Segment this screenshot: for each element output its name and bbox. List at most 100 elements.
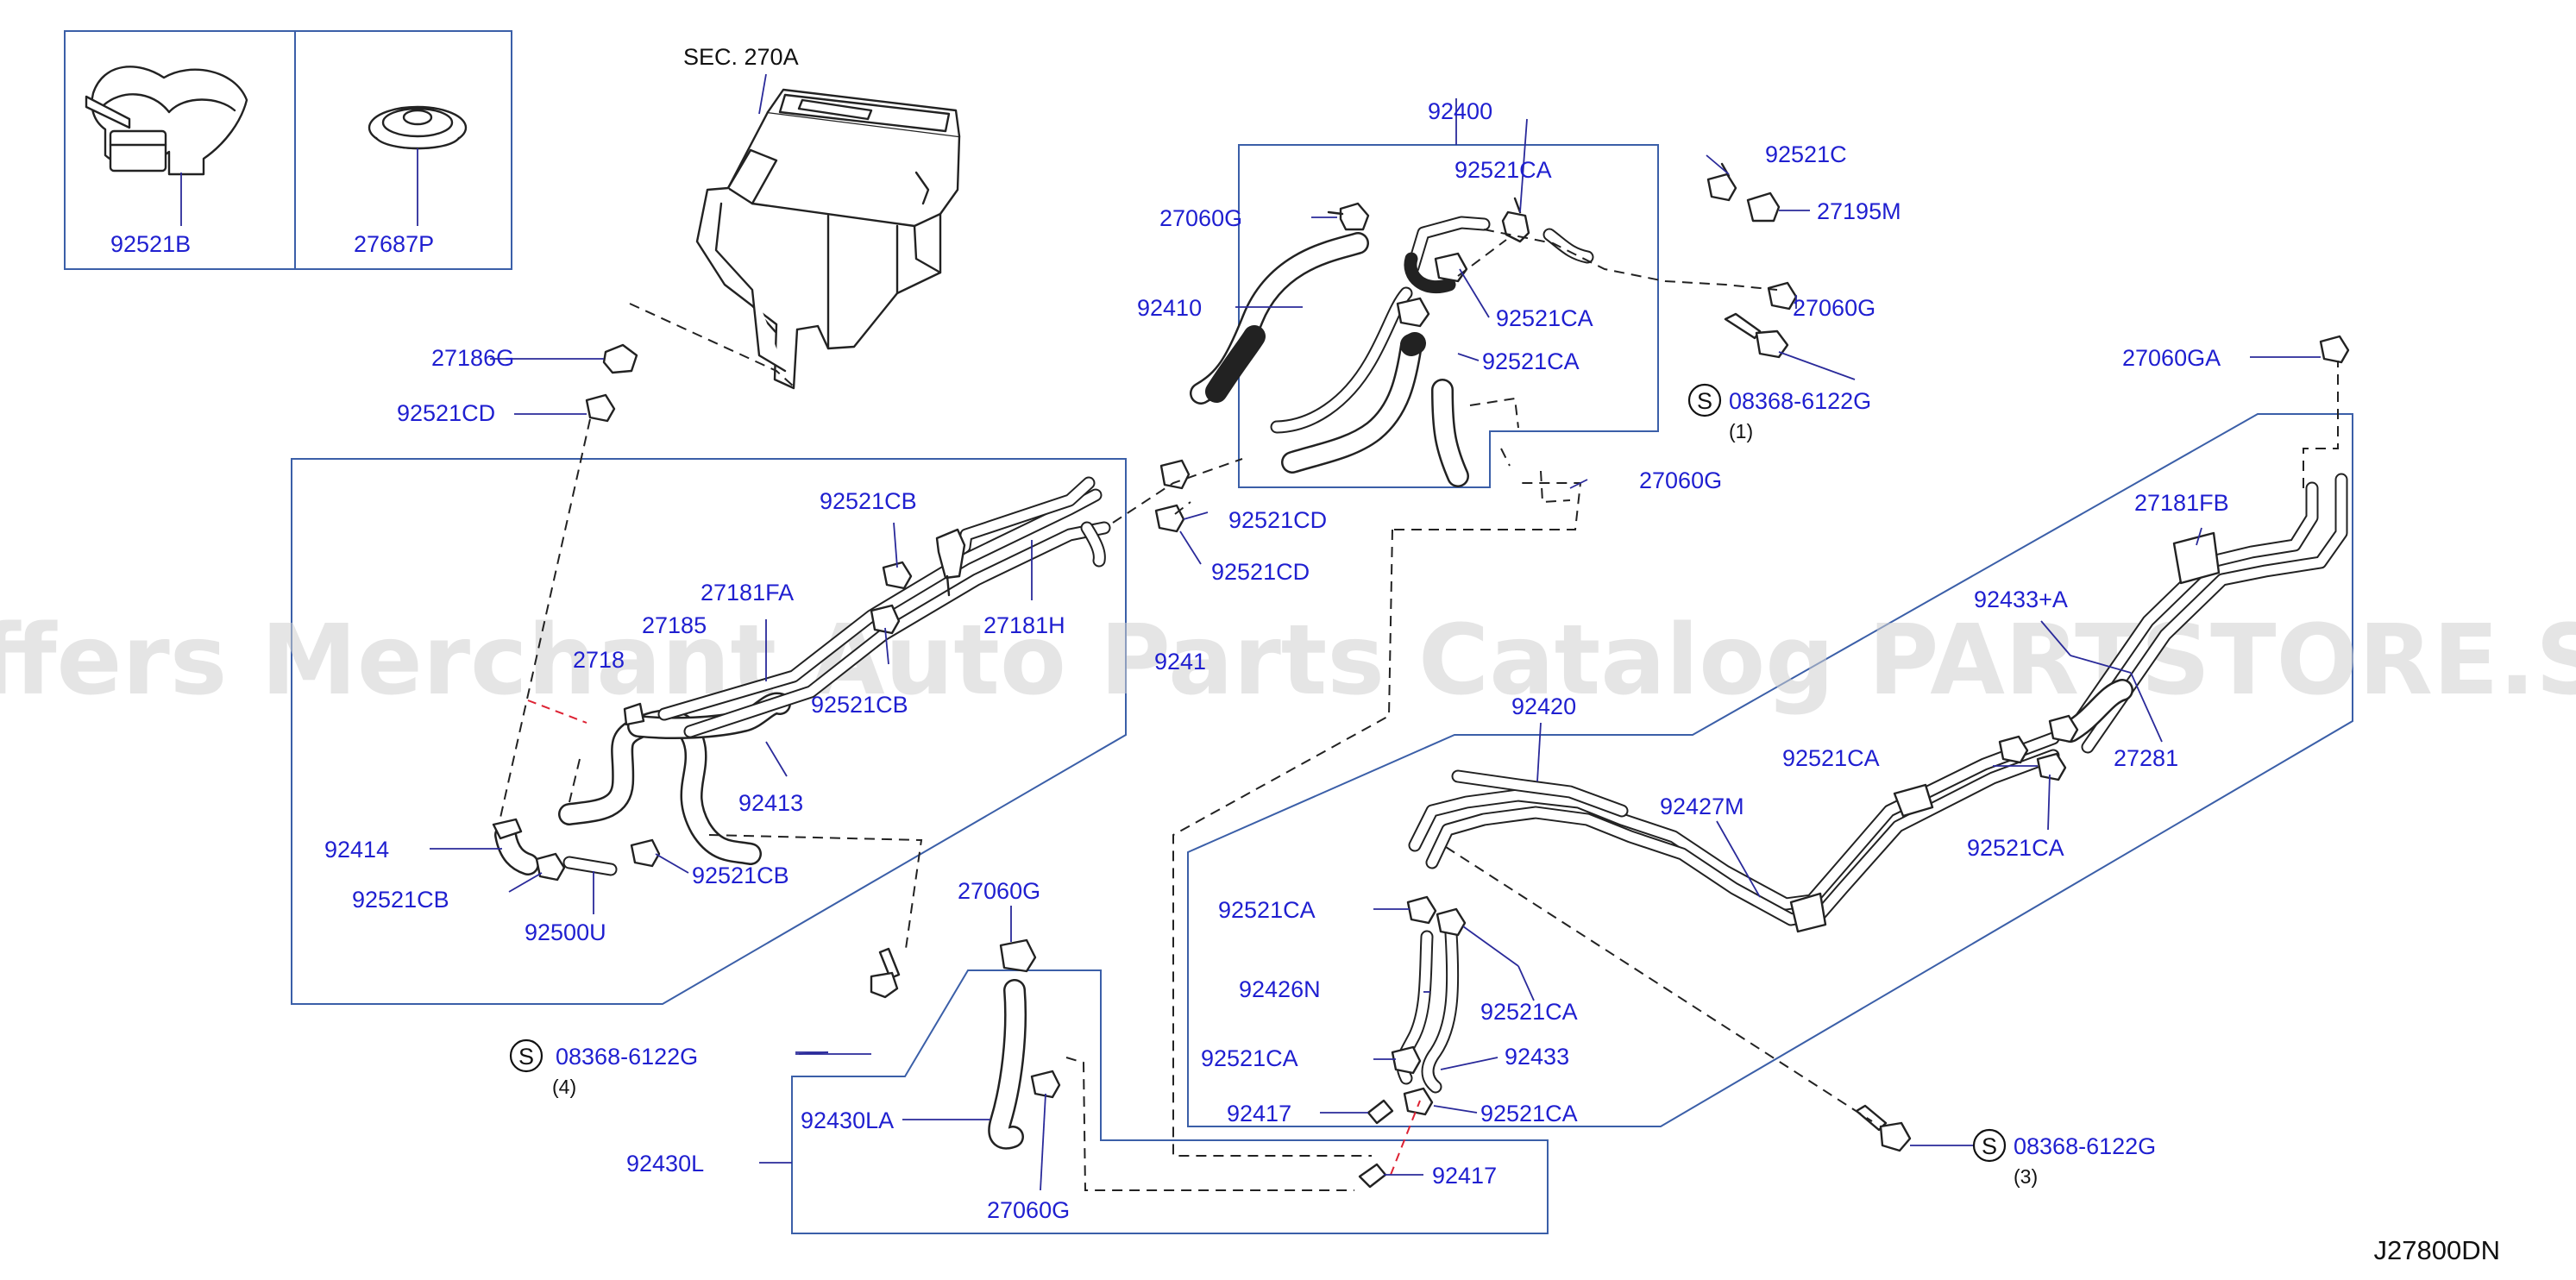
pipe-92433-icon xyxy=(1421,926,1460,1094)
label-92521c: 92521C xyxy=(1765,141,1847,167)
frame-92413-group xyxy=(291,458,1127,1005)
label-92521ca-a: 92521CA xyxy=(1454,157,1552,183)
label-08368-6122g-1: 08368-6122G xyxy=(1729,388,1871,414)
clamp-92521cd-c-icon xyxy=(1159,459,1191,490)
clamp-92521ca-b-icon xyxy=(1434,252,1468,283)
label-92521cd-a: 92521CD xyxy=(397,400,495,426)
label-92521ca-g: 92521CA xyxy=(1480,999,1578,1025)
clamp-92433a-icon xyxy=(2048,714,2079,744)
clamp-92521ca-c-icon xyxy=(1396,297,1430,328)
diagram-code: J27800DN xyxy=(2374,1235,2500,1265)
pipes-92427m-icon xyxy=(1408,731,2060,933)
clamp-92521ca-f-icon xyxy=(1406,895,1437,925)
joint-92417-a-icon xyxy=(1367,1099,1394,1125)
label-27060g-a: 27060G xyxy=(1159,205,1242,231)
clamp-92521cb-c-icon xyxy=(535,852,566,882)
joint-92417-b-icon xyxy=(1358,1163,1387,1189)
label-27060ga: 27060GA xyxy=(2122,345,2221,371)
hose-92400-upper-icon xyxy=(1404,216,1594,294)
label-92521ca-c: 92521CA xyxy=(1482,348,1580,374)
pipes-27181h-icon xyxy=(657,476,1111,738)
clamp-92521cb-d-icon xyxy=(630,838,661,868)
label-27186g: 27186G xyxy=(431,345,514,371)
label-27060g-c: 27060G xyxy=(1639,467,1722,493)
s-symbol-4-letter: S xyxy=(518,1044,534,1070)
label-92521cb-a: 92521CB xyxy=(820,488,917,514)
label-27687p: 27687P xyxy=(354,231,434,257)
label-2718x: 2718 xyxy=(573,647,625,673)
label-27181fa: 27181FA xyxy=(701,580,794,605)
label-27195m: 27195M xyxy=(1817,198,1901,224)
label-92521b: 92521B xyxy=(110,231,191,257)
label-27181fb: 27181FB xyxy=(2134,490,2229,516)
label-92433: 92433 xyxy=(1505,1044,1569,1070)
label-08368-6122g-4: 08368-6122G xyxy=(556,1044,698,1070)
clamp-27060g-e-icon xyxy=(1030,1070,1061,1099)
clamp-92521cd-b-icon xyxy=(1154,504,1185,533)
hose-92413-icon xyxy=(558,692,791,865)
label-27185: 27185 xyxy=(642,612,707,638)
cap-27195m-icon xyxy=(1746,191,1781,223)
bolt-08368-3-icon xyxy=(1855,1104,1912,1152)
hose-92400-lower-icon xyxy=(1281,332,1469,487)
pipes-27181fb-icon xyxy=(2064,473,2348,754)
clamp-92521cb-b-icon xyxy=(870,604,901,635)
frame-92400-group xyxy=(1238,144,1659,488)
label-92521ca-i: 92521CA xyxy=(1480,1101,1578,1126)
label-92521ca-d: 92521CA xyxy=(1782,745,1880,771)
bolt-08368-1-icon xyxy=(1724,312,1789,359)
clamp-92521ca-d-icon xyxy=(1998,735,2029,764)
clamp-27181fa-icon xyxy=(935,528,966,597)
label-27060g-d: 27060G xyxy=(958,878,1040,904)
label-9241x: 9241 xyxy=(1154,649,1206,675)
clamp-92521ca-h-icon xyxy=(1391,1045,1422,1075)
label-callout-1: (1) xyxy=(1729,420,1753,442)
clamp-27060ga-icon xyxy=(2319,335,2350,364)
label-92521ca-e: 92521CA xyxy=(1967,835,2064,861)
hose-27281-icon xyxy=(2059,679,2133,743)
clamp-92521ca-e-icon xyxy=(2036,752,2067,781)
label-27060g-b: 27060G xyxy=(1793,295,1875,321)
band-clamp-92521b-icon xyxy=(85,66,248,176)
label-92521cb-b: 92521CB xyxy=(811,692,908,718)
label-08368-6122g-3: 08368-6122G xyxy=(2014,1133,2156,1159)
label-92521ca-f: 92521CA xyxy=(1218,897,1316,923)
inset-frame xyxy=(64,30,512,270)
label-27281: 27281 xyxy=(2114,745,2178,771)
label-92417-a: 92417 xyxy=(1227,1101,1291,1126)
clamp-27185-icon xyxy=(623,702,645,726)
label-92500u: 92500U xyxy=(525,919,606,945)
label-callout-3: (3) xyxy=(2014,1165,2038,1188)
clamp-92521ca-i-icon xyxy=(1403,1087,1434,1116)
label-92413: 92413 xyxy=(738,790,803,816)
label-sec-270a: SEC. 270A xyxy=(683,44,799,70)
grommet-27186g-icon xyxy=(602,343,638,374)
label-92521ca-h: 92521CA xyxy=(1201,1045,1298,1071)
label-92433a: 92433+A xyxy=(1974,587,2068,612)
label-92410: 92410 xyxy=(1137,295,1202,321)
label-92426n: 92426N xyxy=(1239,976,1321,1002)
clamp-92521ca-top-icon xyxy=(1501,197,1530,243)
hose-92430la-icon xyxy=(988,979,1027,1150)
label-92521cb-d: 92521CB xyxy=(692,863,789,888)
s-symbol-3-letter: S xyxy=(1982,1133,1997,1159)
label-group-92430l: 92430L xyxy=(626,1151,704,1176)
frame-92420-group xyxy=(1187,413,2353,1127)
hose-92410-icon xyxy=(1190,232,1413,434)
label-group-92420: 92420 xyxy=(1511,693,1576,719)
label-92521cd-b: 92521CD xyxy=(1228,507,1327,533)
label-27181h: 27181H xyxy=(983,612,1065,638)
label-92521cb-c: 92521CB xyxy=(352,887,449,913)
watermark: Offers Merchant Auto Parts Catalog PARTS… xyxy=(0,605,2576,717)
label-27060g-e: 27060G xyxy=(987,1197,1070,1223)
label-92414: 92414 xyxy=(324,837,389,863)
label-group-92400: 92400 xyxy=(1428,98,1492,124)
pipe-92500u-icon xyxy=(562,856,618,876)
bolt-08368-4-icon xyxy=(870,947,901,999)
label-92417-b: 92417 xyxy=(1432,1163,1497,1189)
grommet-27687p-icon xyxy=(368,105,468,150)
s-symbol-1-letter: S xyxy=(1697,388,1712,414)
s-symbol-4 xyxy=(509,1038,543,1073)
label-92427m: 92427M xyxy=(1660,794,1744,819)
